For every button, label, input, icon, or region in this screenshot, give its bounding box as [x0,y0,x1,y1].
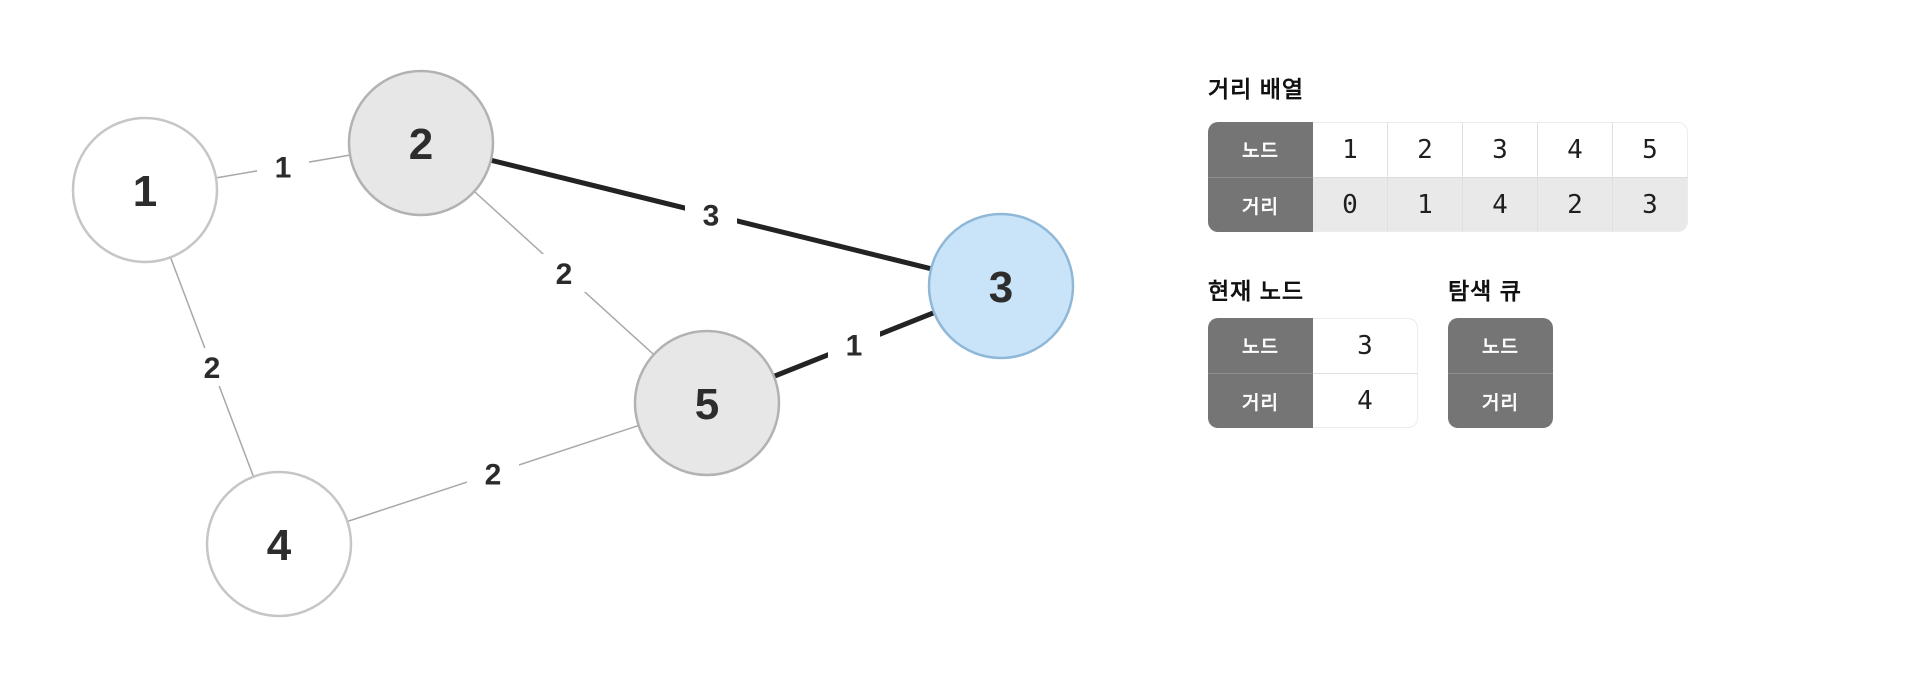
current-node-value: 3 [1313,318,1418,373]
edge-weight-label: 2 [556,258,573,291]
table-row: 노드 1 2 3 4 5 [1208,122,1688,177]
table-row: 거리 [1448,373,1553,428]
distance-array-title: 거리 배열 [1208,76,1305,102]
node-cell: 5 [1613,122,1688,177]
graph-node-label-3: 3 [989,263,1013,312]
edge-weight-label: 2 [485,458,502,491]
row-header-distance: 거리 [1448,373,1553,428]
graph-node-2 [347,69,495,217]
distance-cell: 1 [1388,177,1463,232]
node-cell: 2 [1388,122,1463,177]
distance-cell: 3 [1613,177,1688,232]
graph-node-label-2: 2 [409,120,433,169]
graph-node-1 [71,116,219,264]
distance-table: 노드 1 2 3 4 5 거리 0 1 4 2 3 [1208,122,1688,232]
graph-canvas: 1 2 2 3 1 2 1 2 3 4 5 [71,69,1075,618]
table-row: 거리 0 1 4 2 3 [1208,177,1688,232]
distance-cell: 2 [1538,177,1613,232]
table-row: 노드 3 [1208,318,1418,373]
graph-node-4 [205,470,353,618]
queue-title: 탐색 큐 [1448,278,1522,304]
edge-label-halo [186,348,238,386]
graph-node-label-5: 5 [695,380,719,429]
table-row: 거리 4 [1208,373,1418,428]
graph-node-3 [927,212,1075,360]
node-cell: 3 [1463,122,1538,177]
edge-weight-label: 1 [846,329,863,362]
edge-label-halo [538,254,590,292]
current-node-table: 노드 3 거리 4 [1208,318,1418,428]
distance-cell: 4 [1463,177,1538,232]
row-header-distance: 거리 [1208,373,1313,428]
row-header-node: 노드 [1208,318,1313,373]
row-header-node: 노드 [1448,318,1553,373]
node-cell: 4 [1538,122,1613,177]
edge-label-halo [257,147,309,186]
current-distance-value: 4 [1313,373,1418,428]
node-cell: 1 [1313,122,1388,177]
current-node-title: 현재 노드 [1208,278,1305,304]
edge-label-halo [467,454,519,493]
edge-weight-label: 3 [703,199,720,232]
distance-cell: 0 [1313,177,1388,232]
edge-weight-label: 1 [275,151,292,184]
table-row: 노드 [1448,318,1553,373]
edge-label-halo [685,195,737,234]
edge-label-halo [828,325,880,364]
graph-node-label-1: 1 [133,167,157,216]
edge-weight-label: 2 [204,352,221,385]
row-header-distance: 거리 [1208,177,1313,232]
row-header-node: 노드 [1208,122,1313,177]
graph-node-label-4: 4 [267,521,292,570]
queue-table: 노드 거리 [1448,318,1553,428]
graph-node-5 [633,329,781,477]
